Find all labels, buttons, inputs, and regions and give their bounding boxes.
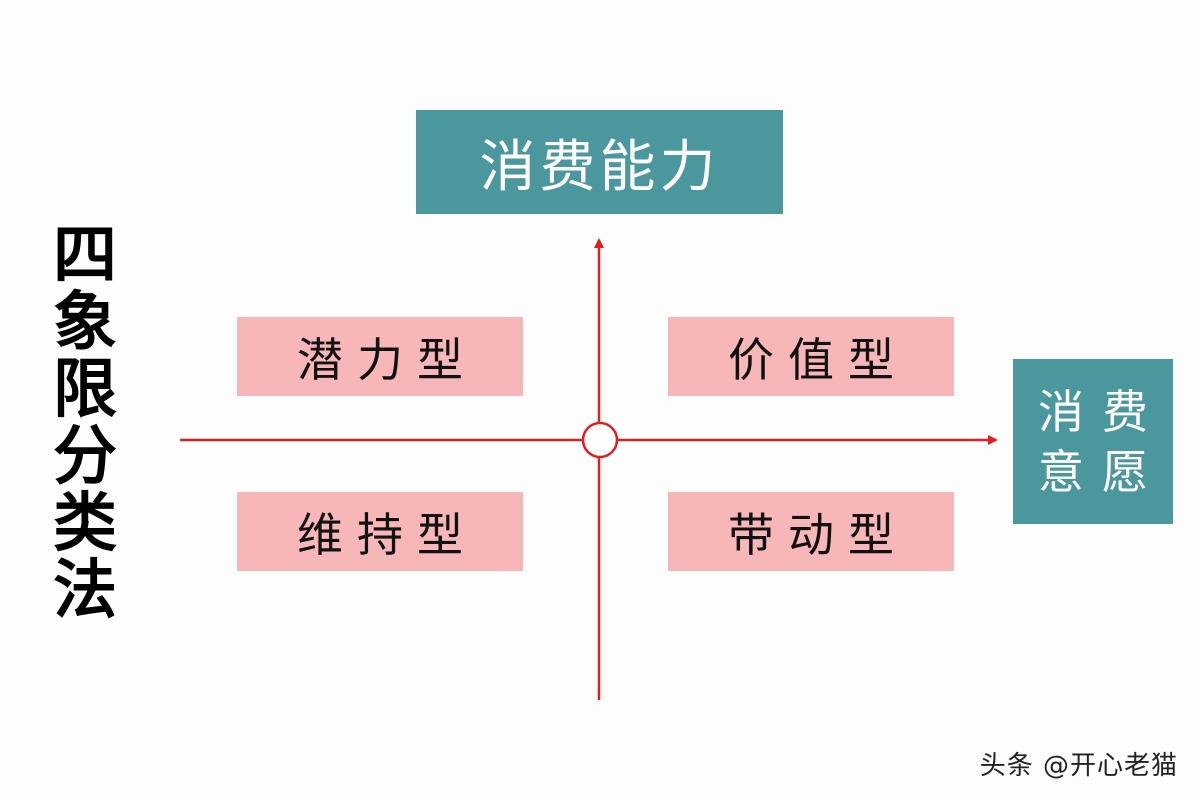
watermark: 头条 @开心老猫: [979, 751, 1178, 781]
quadrant-bottom-left: 维持型: [237, 492, 523, 571]
diagram-title: 四象限分类法: [53, 218, 117, 628]
x-axis-label: 消费意愿: [1013, 359, 1173, 524]
quadrant-bottom-right: 带动型: [668, 492, 954, 571]
quadrant-top-left: 潜力型: [237, 317, 523, 396]
quadrant-top-right: 价值型: [668, 317, 954, 396]
origin-circle: [581, 421, 619, 459]
y-axis-label: 消费能力: [416, 110, 783, 214]
